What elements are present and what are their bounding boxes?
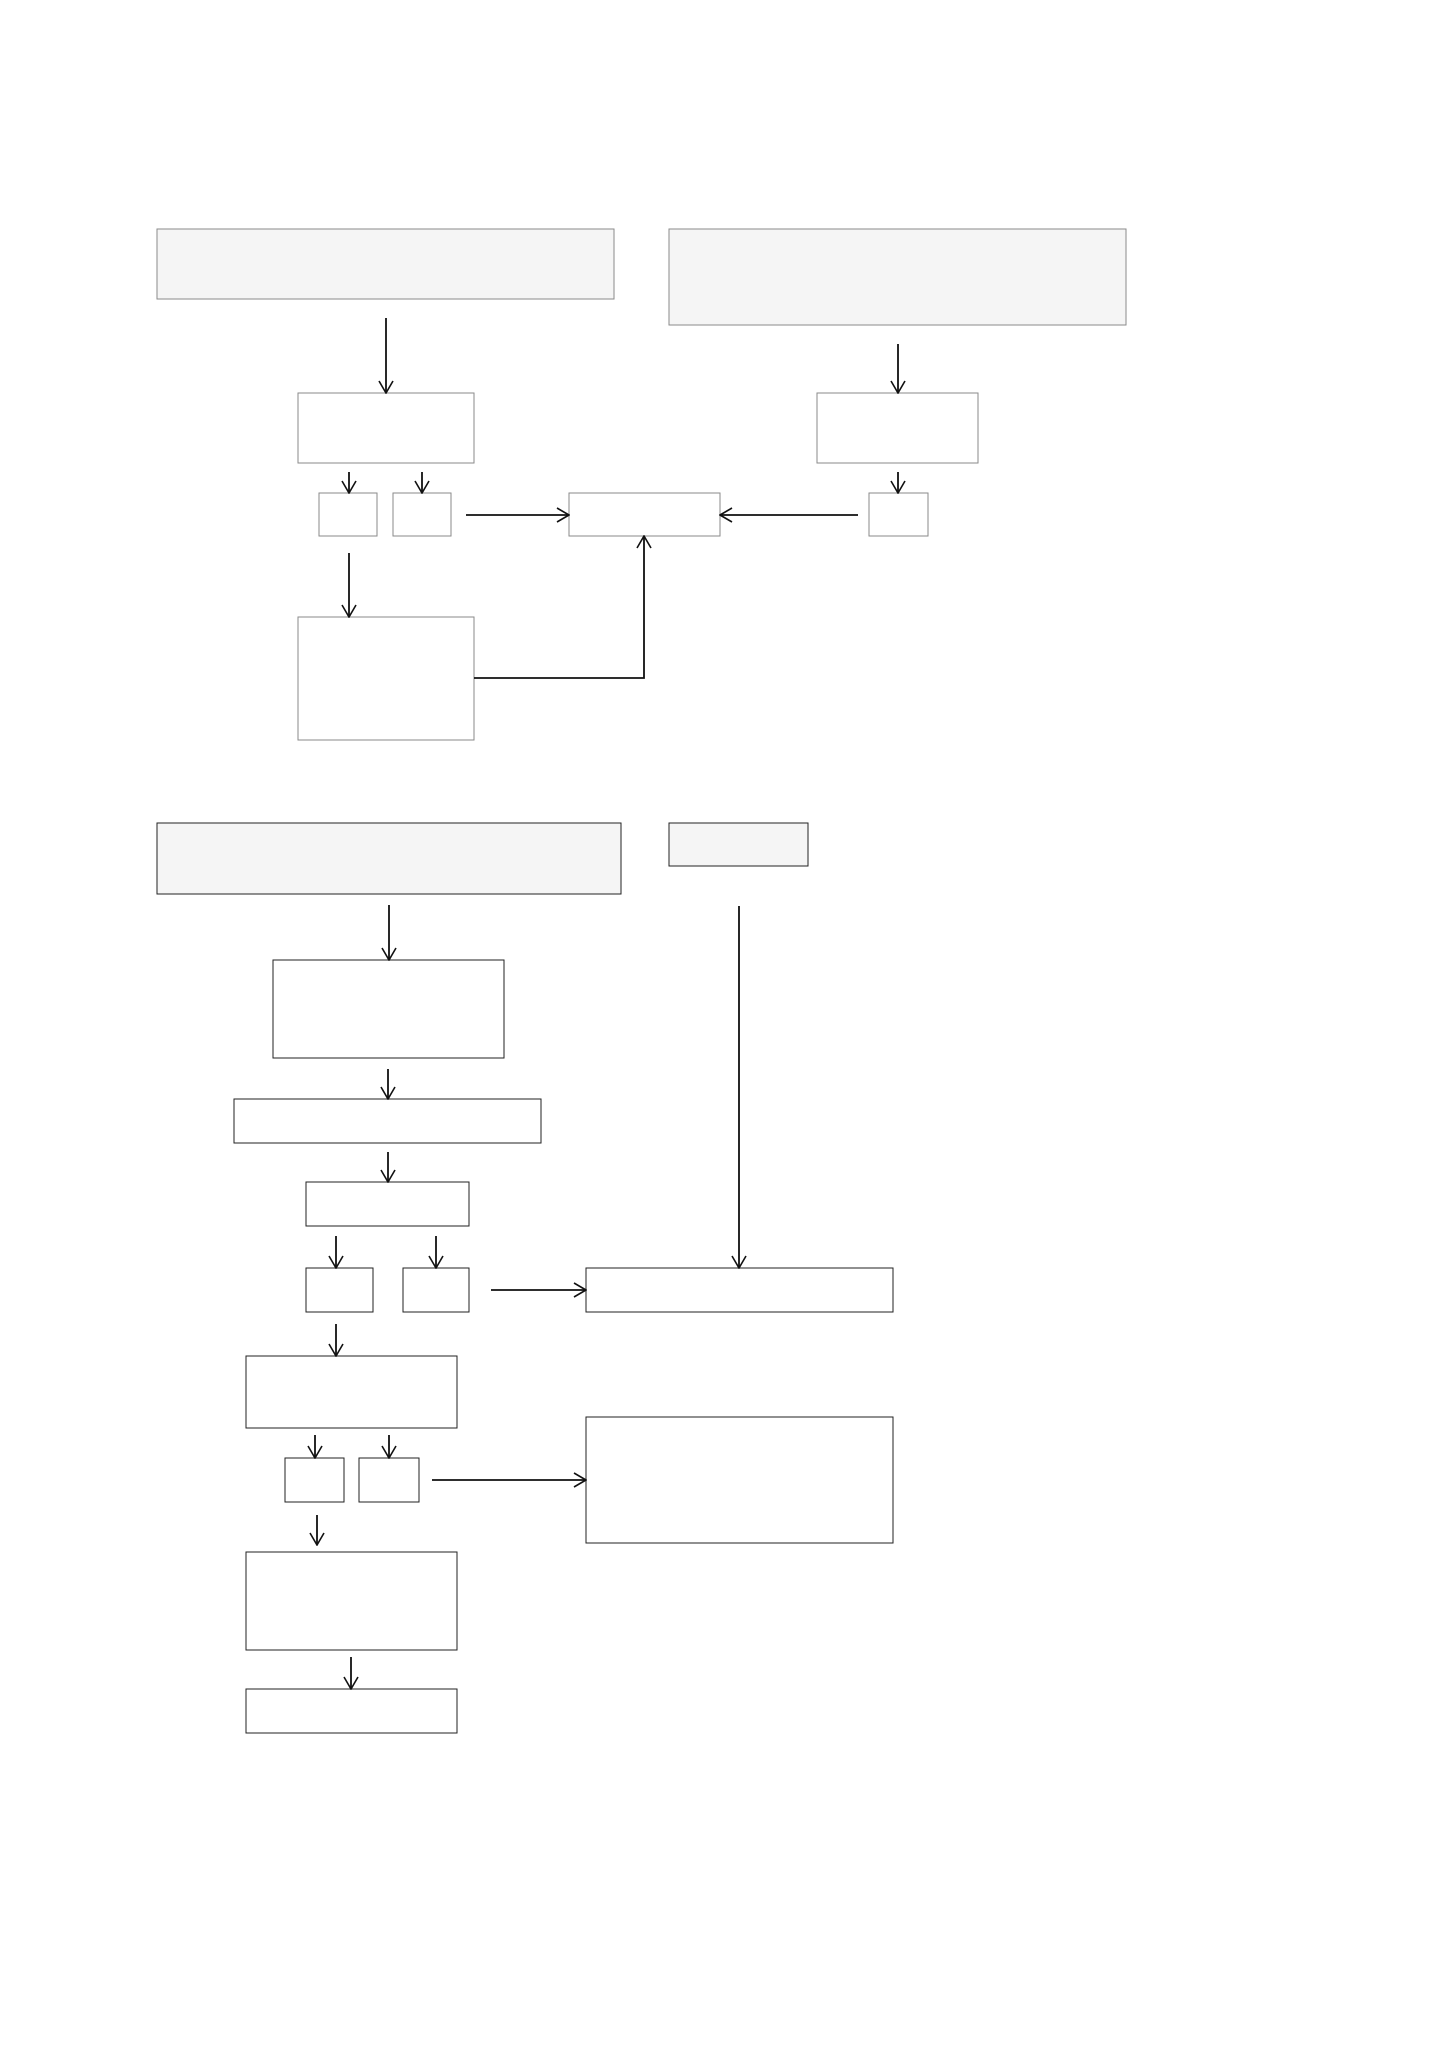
header-box-right — [668, 228, 1127, 326]
upper-flowchart — [156, 228, 1127, 741]
result-box-2 — [585, 1416, 894, 1544]
step-box-left — [297, 392, 475, 464]
option-box-a — [305, 1267, 374, 1313]
option-box-left-b — [392, 492, 452, 537]
step-box-4 — [245, 1355, 458, 1429]
step-box-right — [816, 392, 979, 464]
step-box-2 — [233, 1098, 542, 1144]
arrow-detail-to-outcome — [474, 536, 644, 679]
step-box-6 — [245, 1688, 458, 1734]
outcome-box-center — [568, 492, 721, 537]
header-box-left — [156, 228, 615, 300]
option-box-c — [284, 1457, 345, 1503]
option-box-b — [402, 1267, 470, 1313]
step-box-1 — [272, 959, 505, 1059]
header-box-side — [668, 822, 809, 867]
detail-box-left — [297, 616, 475, 741]
option-box-left-a — [318, 492, 378, 537]
step-box-5 — [245, 1551, 458, 1651]
header-box-main — [156, 822, 622, 895]
lower-flowchart — [156, 822, 894, 1734]
step-box-3 — [305, 1181, 470, 1227]
option-box-right — [868, 492, 929, 537]
result-box-1 — [585, 1267, 894, 1313]
option-box-d — [358, 1457, 420, 1503]
